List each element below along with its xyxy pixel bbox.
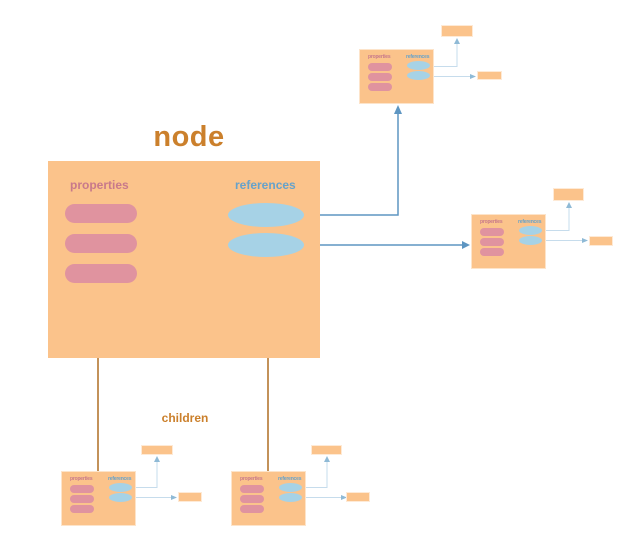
property-pill (480, 228, 504, 236)
stub-link-line (430, 43, 458, 67)
reference-ellipse (519, 226, 542, 235)
mini-references-label: references (518, 219, 542, 225)
stub-link-arrowhead (582, 238, 588, 243)
related-stub (589, 236, 613, 246)
property-pill (65, 204, 137, 223)
related-stub (311, 445, 342, 455)
property-pill (368, 73, 392, 81)
related-stub (141, 445, 173, 455)
referenced-node-right: properties references (471, 214, 546, 269)
mini-references-label: references (406, 54, 430, 60)
properties-label: properties (70, 178, 129, 192)
property-pill (368, 83, 392, 91)
reference-ellipse (279, 483, 302, 492)
related-stub (346, 492, 370, 502)
stub-link-line (542, 207, 570, 231)
property-pill (480, 238, 504, 246)
references-label: references (235, 178, 296, 192)
stub-link-arrowhead (154, 456, 160, 462)
child-node-middle: properties references (231, 471, 306, 526)
stub-link-arrowhead (324, 456, 330, 462)
related-stub (178, 492, 202, 502)
property-pill (65, 234, 137, 253)
property-pill (240, 495, 264, 503)
reference-ellipse (519, 236, 542, 245)
related-stub (477, 71, 502, 80)
reference-ellipse (109, 483, 132, 492)
reference-ellipse (279, 493, 302, 502)
property-pill (65, 264, 137, 283)
mini-properties-label: properties (70, 476, 93, 482)
property-pill (368, 63, 392, 71)
property-pill (70, 485, 94, 493)
reference-arrowhead-right (462, 241, 470, 249)
reference-ellipse (228, 203, 304, 227)
mini-properties-label: properties (368, 54, 391, 60)
reference-arrowhead-up (394, 105, 402, 114)
reference-ellipse (407, 71, 430, 80)
referenced-node-top: properties references (359, 49, 434, 104)
stub-link-arrowhead (470, 74, 476, 79)
reference-ellipse (407, 61, 430, 70)
property-pill (70, 505, 94, 513)
property-pill (480, 248, 504, 256)
mini-references-label: references (278, 476, 302, 482)
child-node-left: properties references (61, 471, 136, 526)
stub-link-arrowhead (454, 38, 460, 44)
related-stub (553, 188, 584, 201)
mini-properties-label: properties (240, 476, 263, 482)
main-node-box: properties references (48, 161, 320, 358)
property-pill (240, 505, 264, 513)
stub-link-arrowhead (171, 495, 177, 500)
property-pill (240, 485, 264, 493)
stub-link-arrowhead (566, 202, 572, 208)
reference-ellipse (109, 493, 132, 502)
reference-ellipse (228, 233, 304, 257)
children-label: children (161, 411, 209, 425)
related-stub (441, 25, 473, 37)
property-pill (70, 495, 94, 503)
node-title: node (153, 121, 225, 153)
mini-references-label: references (108, 476, 132, 482)
mini-properties-label: properties (480, 219, 503, 225)
